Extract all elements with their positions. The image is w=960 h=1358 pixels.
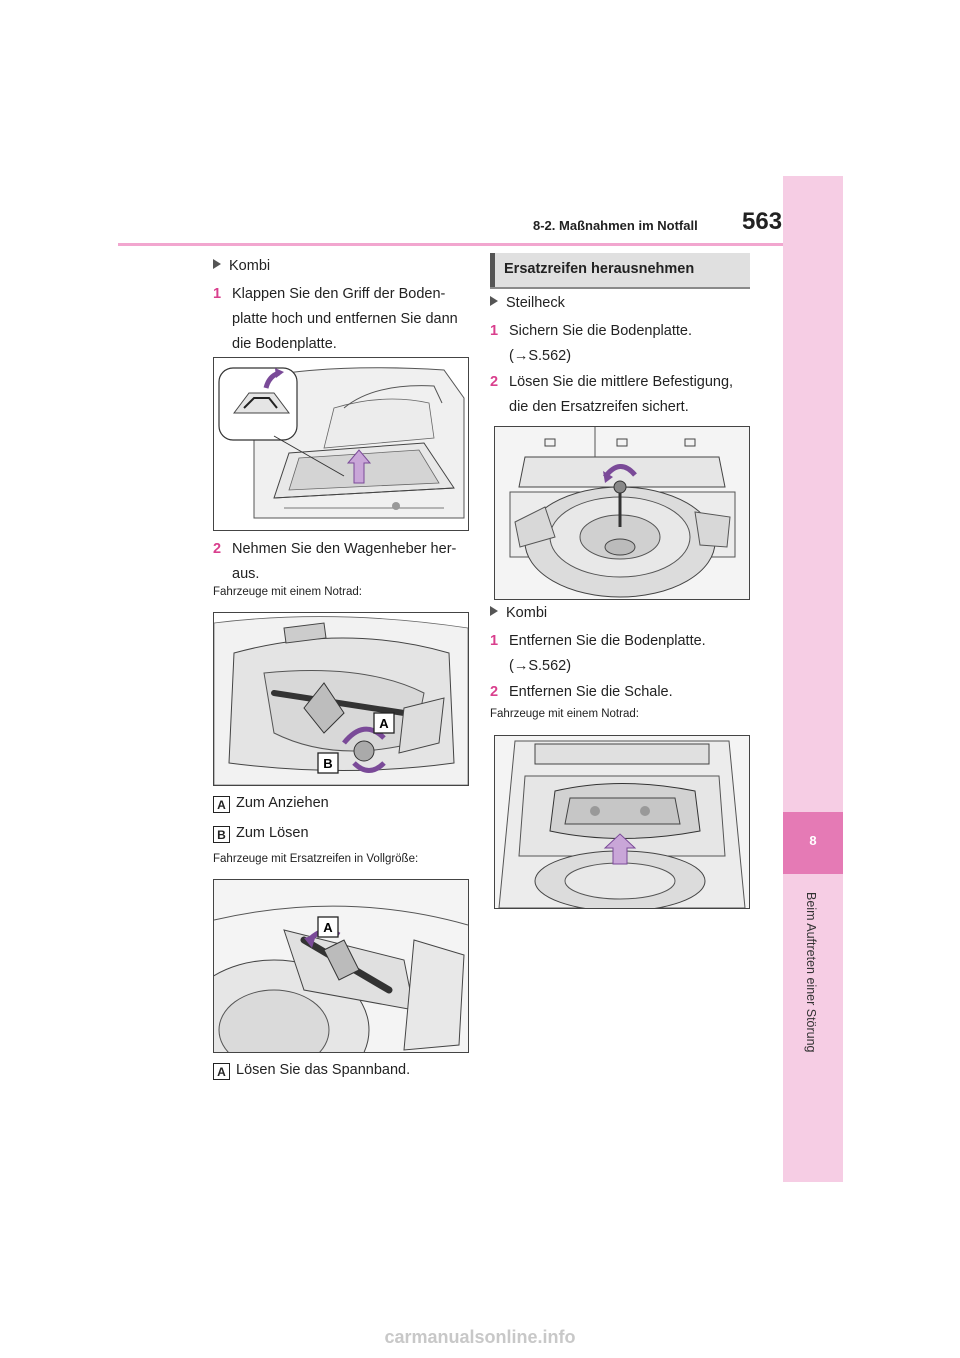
page-number: 563: [742, 208, 783, 235]
legend-a: A Zum Anziehen: [213, 795, 329, 813]
figure-label-a: A: [379, 716, 389, 731]
figure-floor-board: [213, 357, 469, 531]
chapter-number-box: [783, 812, 843, 874]
step-number: 2: [490, 374, 499, 390]
step-text: Sichern Sie die Bodenplatte. (→S.562): [509, 323, 692, 364]
note-vollgroesse: Fahrzeuge mit Ersatzreifen in Vollgröße:: [213, 853, 419, 865]
step-text: Klappen Sie den Griff der Boden-platte h…: [232, 286, 458, 352]
step-2-kombi: 2 Nehmen Sie den Wagenheber her-aus.: [213, 537, 458, 587]
step-text: Nehmen Sie den Wagenheber her-aus.: [232, 541, 457, 582]
figure-tray-kombi: [494, 735, 750, 909]
triangle-bullet-icon: [490, 296, 498, 306]
figure-jack-notrad: A B: [213, 612, 469, 786]
figure-jack-full-size: A: [213, 879, 469, 1053]
step-number: 2: [213, 541, 222, 557]
chapter-side-tab: [783, 176, 843, 1182]
step-2-steilheck: 2 Lösen Sie die mittlere Befestigung, di…: [490, 370, 750, 420]
step-text: Entfernen Sie die Schale.: [509, 684, 673, 700]
step-2-kombi-right: 2 Entfernen Sie die Schale.: [490, 680, 750, 705]
bullet-label: Kombi: [506, 605, 548, 621]
legend3-a: A Lösen Sie das Spannband.: [213, 1062, 410, 1080]
chapter-number: 8: [809, 833, 817, 848]
step-number: 2: [490, 684, 499, 700]
header-divider: [118, 243, 783, 246]
chapter-title: Beim Auftreten einer Störung: [804, 892, 818, 1053]
bullet-label: Kombi: [229, 258, 271, 274]
legend-text: Zum Lösen: [236, 825, 309, 841]
step-number: 1: [490, 633, 499, 649]
legend-label-box: A: [213, 796, 230, 813]
step-1-kombi-right: 1 Entfernen Sie die Bodenplatte. (→S.562…: [490, 629, 750, 679]
triangle-bullet-icon: [213, 259, 221, 269]
watermark: carmanualsonline.info: [384, 1327, 576, 1347]
step-text: Entfernen Sie die Bodenplatte. (→S.562): [509, 633, 706, 674]
legend-label-box: A: [213, 1063, 230, 1080]
step-1-steilheck: 1 Sichern Sie die Bodenplatte. (→S.562): [490, 319, 750, 369]
step-number: 1: [490, 323, 499, 339]
bullet-kombi: Kombi: [213, 258, 270, 274]
figure-label-a: A: [323, 920, 333, 935]
bullet-steilheck: Steilheck: [490, 295, 565, 311]
section-title: 8-2. Maßnahmen im Notfall: [533, 218, 698, 233]
note-notrad-right: Fahrzeuge mit einem Notrad:: [490, 708, 639, 720]
triangle-bullet-icon: [490, 606, 498, 616]
legend-text: Lösen Sie das Spannband.: [236, 1062, 411, 1078]
step-text: Lösen Sie die mittlere Befestigung, die …: [509, 374, 734, 415]
legend-label-box: B: [213, 826, 230, 843]
heading-underline: [490, 287, 750, 289]
legend-b: B Zum Lösen: [213, 825, 309, 843]
step-1-kombi: 1 Klappen Sie den Griff der Boden-platte…: [213, 282, 458, 357]
bullet-kombi-right: Kombi: [490, 605, 547, 621]
bullet-label: Steilheck: [506, 295, 565, 311]
figure-spare-steilheck: [494, 426, 750, 600]
note-notrad: Fahrzeuge mit einem Notrad:: [213, 586, 362, 598]
figure-label-b: B: [323, 756, 332, 771]
heading-ersatzreifen: Ersatzreifen herausnehmen: [490, 253, 750, 289]
legend-text: Zum Anziehen: [236, 795, 329, 811]
step-number: 1: [213, 286, 222, 302]
heading-text: Ersatzreifen herausnehmen: [504, 261, 695, 277]
